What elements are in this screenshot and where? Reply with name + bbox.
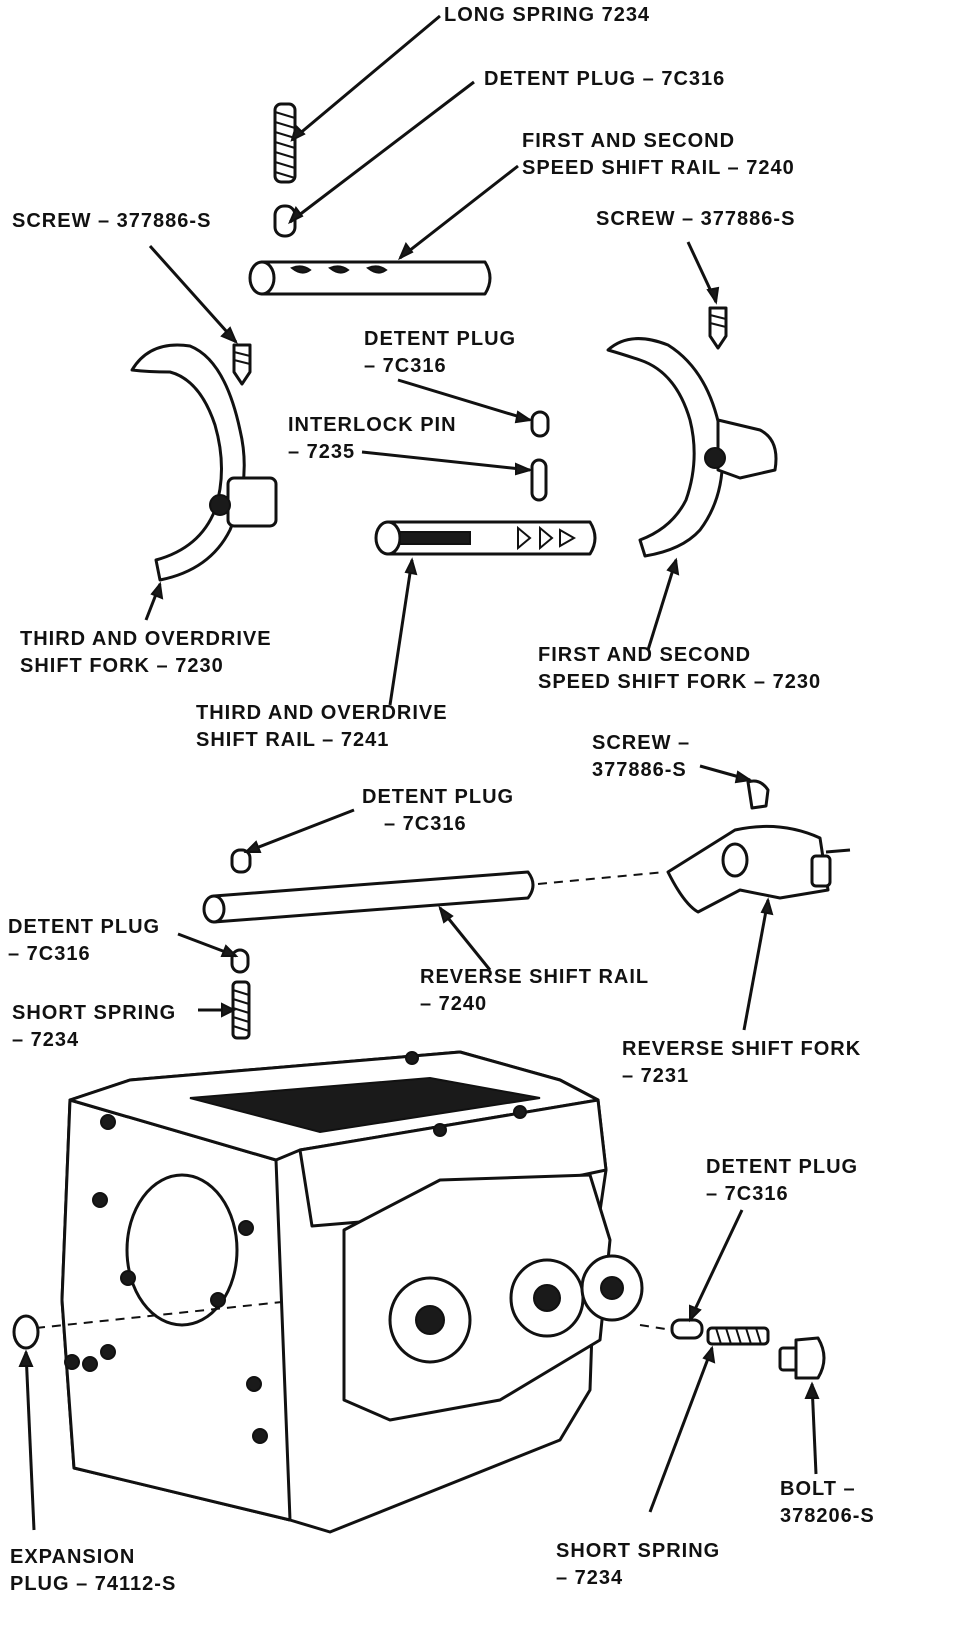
label-bolt: BOLT – 378206-S [780,1478,875,1527]
label-reverse-shift-fork: REVERSE SHIFT FORK – 7231 [622,1038,862,1087]
label-detent-plug-mid: DETENT PLUG – 7C316 [364,328,517,377]
label-screw-left: SCREW – 377886-S [12,210,212,232]
detent-plug-part-reverse-top [230,848,252,874]
reverse-shift-fork-part [666,824,832,914]
label-first-second-fork: FIRST AND SECOND SPEED SHIFT FORK – 7230 [538,644,822,693]
third-overdrive-shift-fork-part [130,343,278,582]
arrowheads [18,124,820,1399]
first-second-shift-rail-part [248,260,492,296]
detent-plug-part-case [670,1318,704,1340]
label-short-spring-left: SHORT SPRING – 7234 [12,1002,177,1051]
label-long-spring-top: LONG SPRING 7234 [444,4,651,26]
bolt-part [778,1336,826,1380]
leader-lines [24,14,818,1531]
label-detent-plug-reverse-left: DETENT PLUG – 7C316 [8,916,161,965]
short-spring-part-case [706,1326,770,1346]
screw-part-left [232,343,252,386]
detent-plug-part-top [273,204,297,238]
transmission-case-part [35,1050,673,1534]
interlock-pin-part [530,458,548,502]
label-screw-reverse: SCREW – 377886-S [592,732,691,781]
expansion-plug-part [12,1314,40,1350]
label-third-overdrive-rail: THIRD AND OVERDRIVE SHIFT RAIL – 7241 [196,702,448,751]
reverse-shift-rail-part [202,848,851,924]
label-screw-right: SCREW – 377886-S [596,208,796,230]
screw-part-reverse [746,779,770,810]
label-interlock-pin: INTERLOCK PIN – 7235 [288,414,457,463]
label-reverse-shift-rail: REVERSE SHIFT RAIL – 7240 [420,966,650,1015]
label-first-second-rail: FIRST AND SECOND SPEED SHIFT RAIL – 7240 [522,130,795,179]
label-detent-plug-case: DETENT PLUG – 7C316 [706,1156,859,1205]
long-spring-part [273,102,297,184]
label-detent-plug-top: DETENT PLUG – 7C316 [484,68,726,90]
label-expansion-plug: EXPANSION PLUG – 74112-S [10,1546,177,1595]
label-short-spring-case: SHORT SPRING – 7234 [556,1540,721,1589]
screw-part-right [708,306,728,350]
third-overdrive-shift-rail-part [374,520,597,556]
detent-plug-part-mid [530,410,550,438]
label-third-overdrive-fork: THIRD AND OVERDRIVE SHIFT FORK – 7230 [20,628,272,677]
label-detent-plug-reverse-top: DETENT PLUG – 7C316 [362,786,515,835]
first-second-shift-fork-part [606,337,778,558]
